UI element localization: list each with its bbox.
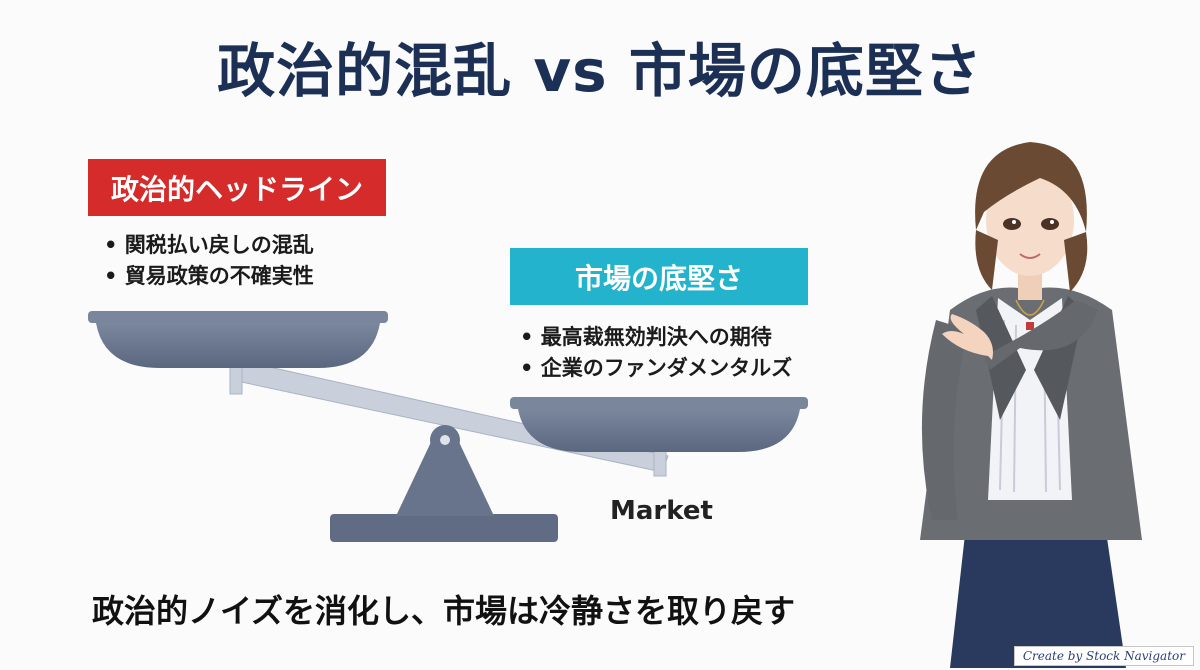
left-pan-rim [88,311,388,323]
page-title: 政治的混乱 vs 市場の底堅さ [217,37,983,105]
bullet-item: 最高裁無効判決への期待 [520,322,792,353]
left-pan [96,323,380,368]
scale-base [330,514,558,542]
right-pan-rim [510,397,808,409]
market-resilience-bullets: 最高裁無効判決への期待 企業のファンダメンタルズ [520,322,792,384]
scale-pillar [396,440,494,516]
political-headline-label: 政治的ヘッドライン [88,159,386,216]
balance-scale-illustration [88,311,808,542]
bullet-item: 関税払い戻しの混乱 [104,230,314,261]
presenter-illustration [920,142,1142,668]
credit-badge: Create by Stock Navigator [1013,646,1194,666]
conclusion-text: 政治的ノイズを消化し、市場は冷静さを取り戻す [92,592,796,630]
political-headline-bullets: 関税払い戻しの混乱 貿易政策の不確実性 [104,230,314,292]
market-resilience-label: 市場の底堅さ [510,248,808,305]
market-label: Market [610,496,713,526]
right-pan [518,409,800,452]
bullet-item: 貿易政策の不確実性 [104,261,314,292]
bullet-item: 企業のファンダメンタルズ [520,353,792,384]
